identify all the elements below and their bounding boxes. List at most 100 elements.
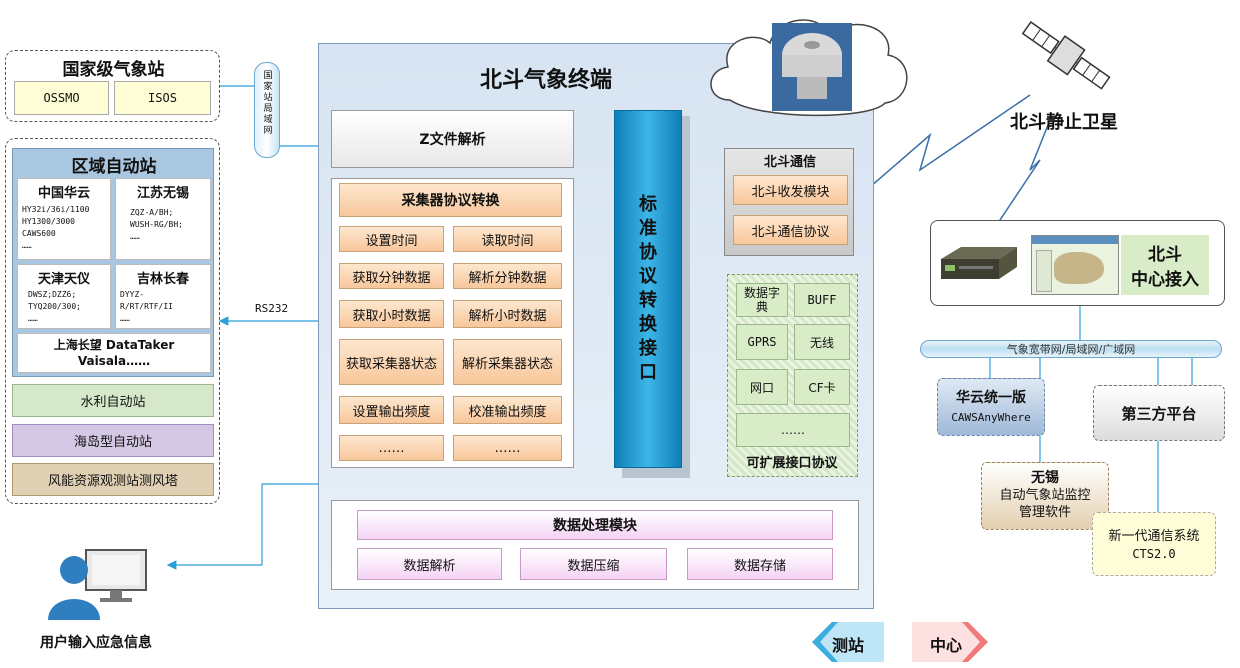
bd-comm-title: 北斗通信 — [763, 154, 816, 170]
satellite-label: 北斗静止卫星 — [1010, 112, 1118, 133]
cell-line: …… — [22, 241, 32, 250]
shanghai-cell: 上海长望 DataTaker Vaisala…… — [17, 333, 211, 373]
data-proc-title: 数据处理模块 — [357, 510, 833, 540]
cell-line: WUSH-RG/BH; — [130, 220, 183, 229]
national-lan-label: 国家站局域网 — [263, 71, 273, 136]
shanghai-line: 上海长望 DataTaker — [53, 338, 175, 352]
collector-item: 获取小时数据 — [339, 300, 444, 328]
cell-line: …… — [120, 314, 130, 323]
ext-item: CF卡 — [794, 369, 850, 405]
cell-line: ZQZ-A/BH; — [130, 208, 174, 217]
zfile-box: Z文件解析 — [331, 110, 574, 168]
receiver-device-icon — [941, 247, 1017, 279]
collector-item: 解析分钟数据 — [453, 263, 562, 289]
collector-item: 读取时间 — [453, 226, 562, 252]
cell-name: 天津天仪 — [37, 272, 90, 287]
collector-item: 校准输出频度 — [453, 396, 562, 424]
cell-line: DYYZ- — [120, 290, 145, 299]
cts-line: 新一代通信系统 — [1108, 529, 1200, 544]
bd-comm-box: 北斗通信 北斗收发模块 北斗通信协议 — [724, 148, 854, 256]
regional-cell: 中国华云 HY32i/36i/1100 HY1300/3000 CAWS600 … — [17, 178, 111, 260]
std-iface-char: 议 — [639, 266, 657, 287]
cell-line: HY32i/36i/1100 — [22, 205, 90, 214]
ext-item: 网口 — [736, 369, 788, 405]
national-station-group: 国家级气象站 OSSMO ISOS — [5, 50, 220, 122]
cell-line: …… — [130, 232, 140, 241]
collector-title: 采集器协议转换 — [339, 183, 562, 217]
wind-tower-station: 风能资源观测站测风塔 — [12, 463, 214, 496]
cell-line: HY1300/3000 — [22, 217, 75, 226]
island-station: 海岛型自动站 — [12, 424, 214, 457]
huayun-title: 华云统一版 — [956, 390, 1026, 406]
shanghai-line: Vaisala…… — [77, 354, 151, 368]
map-screen-icon — [1031, 235, 1119, 295]
huayun-box: 华云统一版 CAWSAnyWhere — [937, 378, 1045, 436]
std-iface-char: 准 — [639, 218, 657, 239]
ext-item: BUFF — [794, 283, 850, 317]
water-station: 水利自动站 — [12, 384, 214, 417]
network-pipe: 气象宽带网/局域网/广域网 — [920, 340, 1222, 358]
collector-item: 解析采集器状态 — [453, 339, 562, 385]
national-title: 国家级气象站 — [62, 60, 165, 80]
antenna-cloud-icon — [710, 19, 908, 117]
wuxi-title: 无锡 — [1031, 470, 1059, 486]
collector-item: 设置输出频度 — [339, 396, 444, 424]
cts-line: CTS2.0 — [1132, 547, 1176, 561]
regional-cell: 天津天仪 DWSZ;DZZ6; TYQ200/300; …… — [17, 264, 111, 329]
std-iface-char: 口 — [639, 362, 657, 383]
bd-comm-item: 北斗通信协议 — [733, 215, 848, 245]
data-proc-item: 数据压缩 — [520, 548, 667, 580]
data-proc-item: 数据解析 — [357, 548, 502, 580]
regional-title: 区域自动站 — [71, 157, 157, 177]
center-arrow-icon — [912, 622, 988, 662]
legend-center: 中心 — [930, 636, 963, 655]
ossmo-box: OSSMO — [14, 81, 109, 115]
collector-item: …… — [339, 435, 444, 461]
ext-iface-box: 数据字典 BUFF GPRS 无线 网口 CF卡 …… 可扩展接口协议 — [727, 274, 858, 477]
huayun-sub: CAWSAnyWhere — [951, 411, 1031, 424]
wuxi-sub-line: 管理软件 — [1018, 505, 1071, 520]
collector-item: 设置时间 — [339, 226, 444, 252]
collector-item: 获取采集器状态 — [339, 339, 444, 385]
third-party-box: 第三方平台 — [1093, 385, 1225, 441]
ext-item: 无线 — [794, 324, 850, 360]
std-iface-bar: 标 准 协 议 转 换 接 口 — [614, 110, 682, 468]
cell-line: CAWS600 — [22, 229, 56, 238]
std-iface-char: 换 — [639, 314, 657, 335]
station-arrow-icon — [812, 622, 884, 662]
legend-station: 测站 — [832, 636, 865, 655]
regional-cell: 吉林长春 DYYZ- R/RT/RTF/II …… — [115, 264, 211, 329]
center-box: 北斗 中心接入 — [930, 220, 1225, 306]
cell-line: R/RT/RTF/II — [120, 302, 173, 311]
bd-comm-item: 北斗收发模块 — [733, 175, 848, 205]
cell-name: 江苏无锡 — [136, 186, 189, 201]
ext-item: …… — [736, 413, 850, 447]
std-iface-char: 接 — [639, 338, 657, 359]
terminal-title: 北斗气象终端 — [480, 68, 613, 93]
user-label: 用户输入应急信息 — [40, 635, 152, 651]
national-lan-link: 国家站局域网 — [254, 62, 280, 158]
ext-item: GPRS — [736, 324, 788, 360]
cell-name: 中国华云 — [37, 186, 90, 201]
satellite-icon — [1021, 21, 1111, 90]
ext-title: 可扩展接口协议 — [746, 456, 838, 471]
wuxi-sub-line: 自动气象站监控 — [999, 488, 1091, 503]
regional-group — [5, 138, 220, 504]
collector-item: …… — [453, 435, 562, 461]
data-proc-item: 数据存储 — [687, 548, 833, 580]
center-title-line: 北斗 — [1148, 245, 1182, 265]
std-iface-char: 标 — [639, 194, 657, 215]
wuxi-box: 无锡 自动气象站监控 管理软件 — [981, 462, 1109, 530]
cell-line: TYQ200/300; — [28, 302, 81, 311]
ext-item: 数据字典 — [736, 283, 788, 317]
isos-box: ISOS — [114, 81, 211, 115]
center-label-box: 北斗 中心接入 — [1121, 235, 1209, 295]
collector-item: 解析小时数据 — [453, 300, 562, 328]
std-iface-char: 协 — [639, 242, 657, 263]
regional-panel: 区域自动站 中国华云 HY32i/36i/1100 HY1300/3000 CA… — [12, 148, 214, 377]
std-iface-char: 转 — [639, 290, 657, 311]
regional-cell: 江苏无锡 ZQZ-A/BH; WUSH-RG/BH; …… — [115, 178, 211, 260]
collector-item: 获取分钟数据 — [339, 263, 444, 289]
cell-name: 吉林长春 — [136, 272, 189, 287]
cts-box: 新一代通信系统 CTS2.0 — [1092, 512, 1216, 576]
